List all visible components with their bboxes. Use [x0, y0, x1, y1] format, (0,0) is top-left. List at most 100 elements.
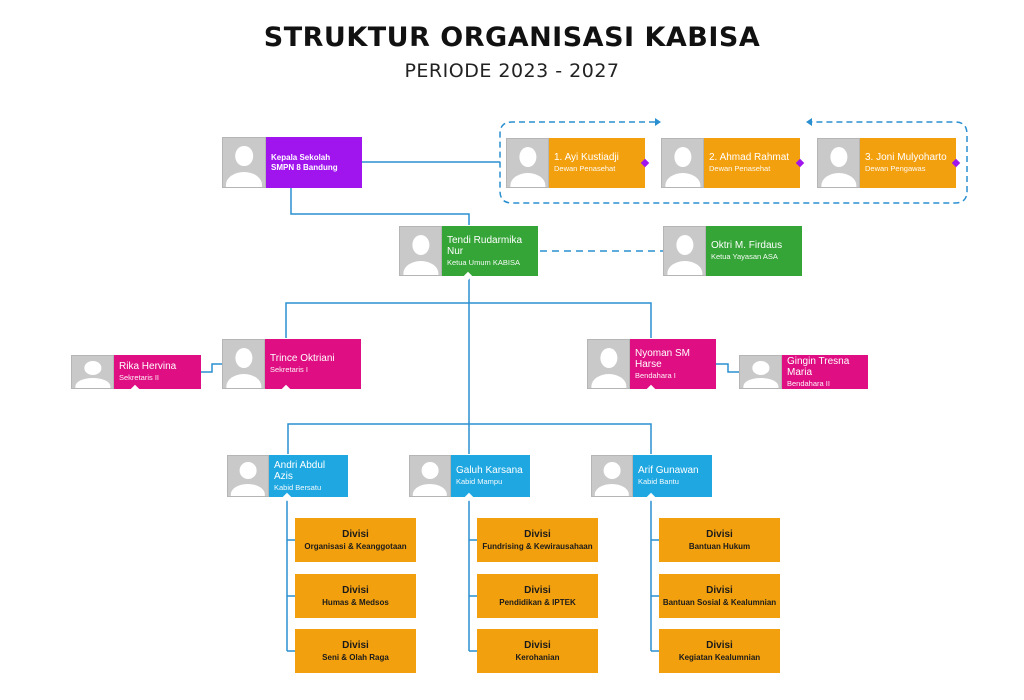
node-name: Rika Hervina: [119, 361, 177, 372]
avatar-placeholder-icon: [587, 339, 630, 389]
bendahara2-link: [716, 363, 739, 373]
division-label: Divisi: [342, 639, 369, 651]
division-box[interactable]: Divisi Kegiatan Kealumnian: [659, 629, 780, 673]
division-name: Bantuan Sosial & Kealumnian: [662, 597, 777, 607]
node-bendahara-2[interactable]: Gingin Tresna Maria Bendahara II: [739, 355, 868, 389]
node-role: Bendahara I: [635, 370, 676, 380]
division-box[interactable]: Divisi Fundrising & Kewirausahaan: [477, 518, 598, 562]
avatar-placeholder-icon: [817, 138, 860, 188]
node-role: Bendahara II: [787, 378, 830, 388]
node-label: Galuh Karsana Kabid Mampu: [451, 455, 530, 502]
node-label: Oktri M. Firdaus Ketua Yayasan ASA: [706, 226, 802, 276]
arrow-right-head: [655, 118, 661, 126]
division-box[interactable]: Divisi Organisasi & Keanggotaan: [295, 518, 416, 562]
node-role: Kabid Bersatu: [274, 482, 322, 492]
node-label: Andri Abdul Azis Kabid Bersatu: [269, 455, 348, 502]
node-kepala-sekolah[interactable]: Kepala Sekolah SMPN 8 Bandung: [222, 137, 362, 188]
node-label: Arif Gunawan Kabid Bantu: [633, 455, 712, 502]
division-box[interactable]: Divisi Seni & Olah Raga: [295, 629, 416, 673]
division-col2-line: [468, 497, 477, 652]
node-dewan-pengawas[interactable]: 3. Joni Mulyoharto Dewan Pengawas: [817, 138, 961, 188]
division-col3-line: [650, 497, 659, 652]
division-box[interactable]: Divisi Kerohanian: [477, 629, 598, 673]
advisor-group-outline: [499, 121, 968, 204]
sekretaris2-link: [201, 363, 222, 373]
division-name: Pendidikan & IPTEK: [499, 597, 576, 607]
avatar-placeholder-icon: [663, 226, 706, 276]
division-label: Divisi: [342, 528, 369, 540]
node-kabid-bersatu[interactable]: Andri Abdul Azis Kabid Bersatu: [227, 455, 348, 502]
division-box[interactable]: Divisi Humas & Medsos: [295, 574, 416, 618]
node-label: 3. Joni Mulyoharto Dewan Pengawas: [860, 138, 961, 188]
node-role: Dewan Penasehat: [709, 164, 771, 173]
node-label: Gingin Tresna Maria Bendahara II: [782, 355, 868, 389]
node-name: Oktri M. Firdaus: [711, 240, 783, 251]
avatar-placeholder-icon: [739, 355, 782, 389]
division-label: Divisi: [706, 584, 733, 596]
node-name: 3. Joni Mulyoharto: [865, 152, 947, 163]
division-box[interactable]: Divisi Bantuan Hukum: [659, 518, 780, 562]
avatar-placeholder-icon: [591, 455, 633, 497]
node-role: Kabid Bantu: [638, 477, 679, 486]
division-name: Bantuan Hukum: [688, 541, 751, 551]
node-role: Kabid Mampu: [456, 477, 503, 486]
avatar-placeholder-icon: [222, 137, 266, 188]
division-name: Kegiatan Kealumnian: [678, 652, 761, 662]
node-label: Nyoman SM Harse Bendahara I: [630, 339, 716, 394]
node-sekretaris-1[interactable]: Trince Oktriani Sekretaris I: [222, 339, 361, 394]
chart-subtitle: PERIODE 2023 - 2027: [404, 60, 620, 82]
node-name: Kepala Sekolah: [271, 152, 331, 162]
node-ketua-umum[interactable]: Tendi Rudarmika Nur Ketua Umum KABISA: [399, 226, 538, 281]
node-kabid-mampu[interactable]: Galuh Karsana Kabid Mampu: [409, 455, 530, 502]
node-name: Arif Gunawan: [638, 465, 699, 476]
avatar-placeholder-icon: [227, 455, 269, 497]
avatar-placeholder-icon: [71, 355, 114, 389]
avatar-placeholder-icon: [409, 455, 451, 497]
node-sekretaris-2[interactable]: Rika Hervina Sekretaris II: [71, 355, 201, 394]
avatar-placeholder-icon: [399, 226, 442, 276]
node-name: 2. Ahmad Rahmat: [709, 152, 790, 163]
node-name: Trince Oktriani: [270, 353, 335, 364]
division-box[interactable]: Divisi Bantuan Sosial & Kealumnian: [659, 574, 780, 618]
kabid-branch: [287, 423, 652, 454]
division-label: Divisi: [524, 639, 551, 651]
node-role: Sekretaris II: [119, 373, 160, 382]
node-name: Andri Abdul Azis: [274, 459, 326, 482]
node-name: Tendi Rudarmika Nur: [447, 234, 523, 257]
node-role: Ketua Yayasan ASA: [711, 252, 778, 261]
division-label: Divisi: [342, 584, 369, 596]
node-role: Dewan Penasehat: [554, 164, 616, 173]
chart-title: STRUKTUR ORGANISASI KABISA: [263, 22, 761, 53]
node-label: 2. Ahmad Rahmat Dewan Penasehat: [704, 138, 805, 188]
node-label: 1. Ayi Kustiadji Dewan Penasehat: [549, 138, 650, 188]
division-name: Fundrising & Kewirausahaan: [482, 541, 593, 551]
secretary-treasurer-branch: [285, 302, 652, 338]
node-role: Sekretaris I: [270, 365, 308, 374]
node-label: Rika Hervina Sekretaris II: [114, 355, 201, 394]
division-label: Divisi: [706, 639, 733, 651]
node-name: 1. Ayi Kustiadji: [554, 152, 619, 163]
node-label: Kepala Sekolah SMPN 8 Bandung: [266, 137, 362, 188]
node-dewan-penasehat-1[interactable]: 1. Ayi Kustiadji Dewan Penasehat: [506, 138, 650, 188]
arrow-left-head: [806, 118, 812, 126]
node-dewan-penasehat-2[interactable]: 2. Ahmad Rahmat Dewan Penasehat: [661, 138, 805, 188]
division-box[interactable]: Divisi Pendidikan & IPTEK: [477, 574, 598, 618]
avatar-placeholder-icon: [661, 138, 704, 188]
division-col1-line: [286, 497, 295, 652]
node-ketua-yayasan[interactable]: Oktri M. Firdaus Ketua Yayasan ASA: [663, 226, 802, 276]
node-name: Gingin Tresna Maria: [787, 355, 850, 378]
division-label: Divisi: [706, 528, 733, 540]
node-name: Galuh Karsana: [456, 465, 523, 476]
node-bendahara-1[interactable]: Nyoman SM Harse Bendahara I: [587, 339, 716, 394]
division-name: Seni & Olah Raga: [322, 652, 389, 662]
division-label: Divisi: [524, 528, 551, 540]
node-kabid-bantu[interactable]: Arif Gunawan Kabid Bantu: [591, 455, 712, 502]
division-name: Humas & Medsos: [322, 597, 389, 607]
node-role: SMPN 8 Bandung: [271, 162, 338, 172]
kepala-to-ketua-line: [290, 188, 470, 225]
avatar-placeholder-icon: [222, 339, 265, 389]
node-label: Trince Oktriani Sekretaris I: [265, 339, 361, 394]
node-role: Dewan Pengawas: [865, 164, 926, 173]
division-name: Organisasi & Keanggotaan: [304, 541, 407, 551]
